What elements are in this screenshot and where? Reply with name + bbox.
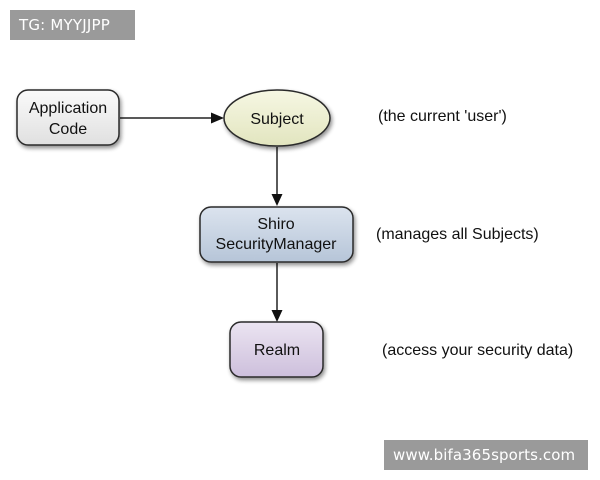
watermark-bottom: www.bifa365sports.com <box>384 440 588 470</box>
node-subject-label: Subject <box>250 111 304 128</box>
edge-manager-to-realm <box>271 263 283 322</box>
watermark-top: TG: MYYJJPP <box>10 10 135 40</box>
node-application-code-line1: Application <box>29 100 107 117</box>
edge-app-to-subject <box>120 112 224 124</box>
node-security-manager-line1: Shiro <box>257 216 294 233</box>
note-security-manager: (manages all Subjects) <box>376 226 539 243</box>
note-subject: (the current 'user') <box>378 108 507 125</box>
note-realm: (access your security data) <box>382 342 574 359</box>
node-security-manager: Shiro SecurityManager <box>199 206 354 263</box>
node-realm: Realm <box>229 321 324 378</box>
node-application-code: Application Code <box>16 89 120 146</box>
node-application-code-line2: Code <box>49 121 87 138</box>
node-security-manager-line2: SecurityManager <box>216 236 338 253</box>
edge-subject-to-manager <box>271 147 283 206</box>
node-subject: Subject <box>223 89 331 147</box>
node-realm-label: Realm <box>254 342 300 359</box>
